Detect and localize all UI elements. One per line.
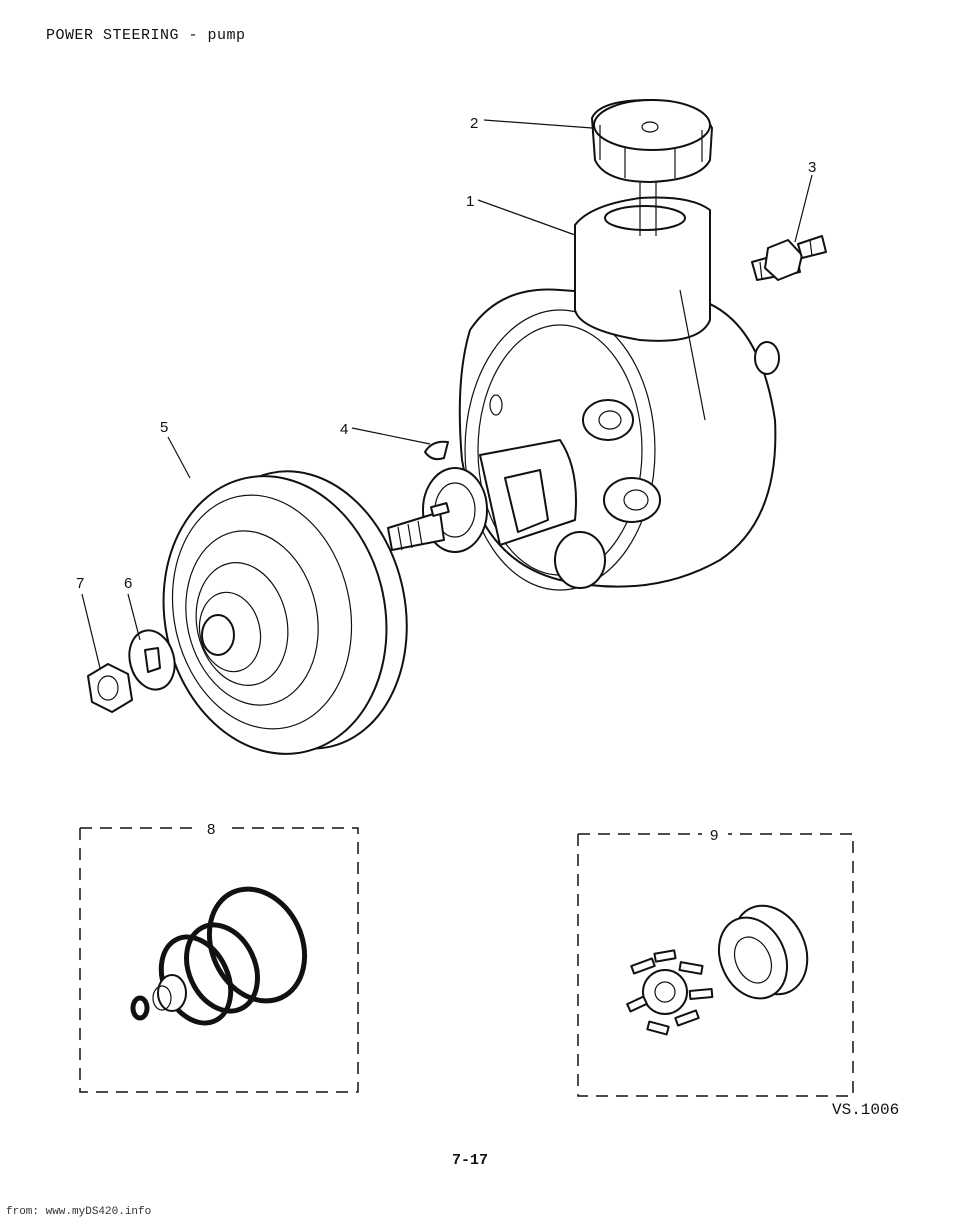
pump-body-part-1: [387, 182, 780, 591]
source-credit: from: www.myDS420.info: [6, 1206, 152, 1218]
callout-4: 4: [340, 421, 348, 438]
callout-8: 8: [207, 821, 215, 838]
union-stud-part-3: [751, 235, 827, 281]
page-title: POWER STEERING - pump: [46, 27, 246, 44]
pulley-part-5: [162, 470, 408, 755]
callout-1: 1: [466, 193, 474, 210]
callout-7: 7: [76, 575, 84, 592]
page-number: 7-17: [452, 1152, 489, 1169]
leader-lines: [81, 119, 813, 669]
filler-cap-part-2: [591, 99, 713, 183]
woodruff-key-part-4: [424, 440, 449, 461]
rotor-kit-part-9: [577, 833, 854, 1097]
washer-part-6: [128, 629, 176, 691]
callout-6: 6: [124, 575, 132, 592]
seal-kit-part-8: [79, 827, 359, 1093]
nut-part-7: [87, 663, 133, 713]
callout-5: 5: [160, 419, 168, 436]
callout-9: 9: [710, 827, 718, 844]
callout-2: 2: [470, 115, 478, 132]
callout-3: 3: [808, 159, 816, 176]
drawing-reference-code: VS.1006: [832, 1101, 900, 1119]
